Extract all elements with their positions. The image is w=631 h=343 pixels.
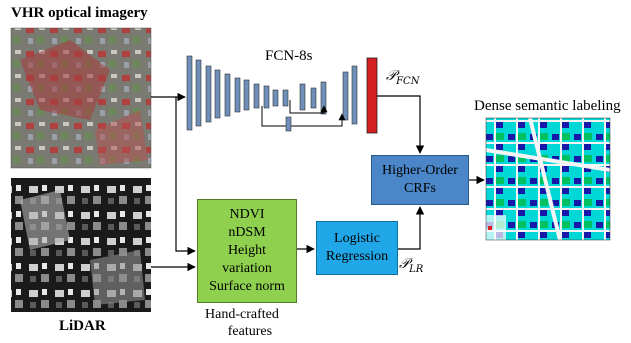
p-lr-label: 𝒫LR (399, 256, 424, 275)
semantic-labeling-image (485, 117, 611, 241)
arrow-logistic-to-crf (398, 206, 425, 250)
optical-image (10, 27, 152, 169)
fcn-layer-5 (224, 73, 231, 117)
fcn-layer-2 (195, 59, 202, 127)
logistic-regression-box: Logistic Regression (316, 221, 398, 275)
fcn-layer-13 (310, 87, 317, 109)
higher-order-crf-box: Higher-Order CRFs (371, 155, 469, 205)
fcn-layer-1 (186, 55, 193, 131)
fcn-label: FCN-8s (265, 48, 313, 64)
fcn-layer-7 (243, 79, 250, 111)
fcn-layer-12 (299, 83, 306, 111)
lidar-image (11, 178, 151, 312)
handcrafted-features-box: NDVI nDSM Height variation Surface norm (197, 199, 297, 303)
feature-variation: variation (222, 261, 272, 276)
feature-ndsm: nDSM (228, 225, 266, 240)
feature-surface-norm: Surface norm (209, 279, 285, 294)
fcn-layers (186, 55, 358, 131)
features-caption: Hand-crafted features (205, 307, 279, 339)
fcn-layer-14 (320, 81, 327, 115)
fcn-layer-15 (342, 71, 349, 121)
arrow-fcn-to-crf (377, 95, 425, 154)
skip-connection-pool3 (261, 106, 346, 127)
skip-conv-layer (285, 116, 292, 132)
arrow-optical-to-features (175, 97, 196, 256)
fcn-layer-4 (214, 69, 221, 119)
skip-connection-pool4 (289, 100, 328, 114)
lidar-label: LiDAR (59, 318, 106, 334)
result-label: Dense semantic labeling (474, 98, 621, 114)
fcn-layer-11 (282, 89, 289, 107)
feature-height: Height (227, 243, 267, 258)
fcn-layer-6 (234, 77, 241, 113)
feature-ndvi: NDVI (229, 207, 265, 222)
fcn-layer-3 (205, 65, 212, 123)
fcn-layer-8 (253, 83, 260, 109)
optical-imagery-label: VHR optical imagery (11, 5, 148, 21)
fcn-layer-10 (272, 89, 279, 107)
p-fcn-label: 𝒫FCN (386, 68, 420, 87)
fcn-layer-16 (351, 65, 358, 125)
fcn-output-layer (366, 57, 378, 134)
fcn-layer-9 (263, 85, 270, 109)
